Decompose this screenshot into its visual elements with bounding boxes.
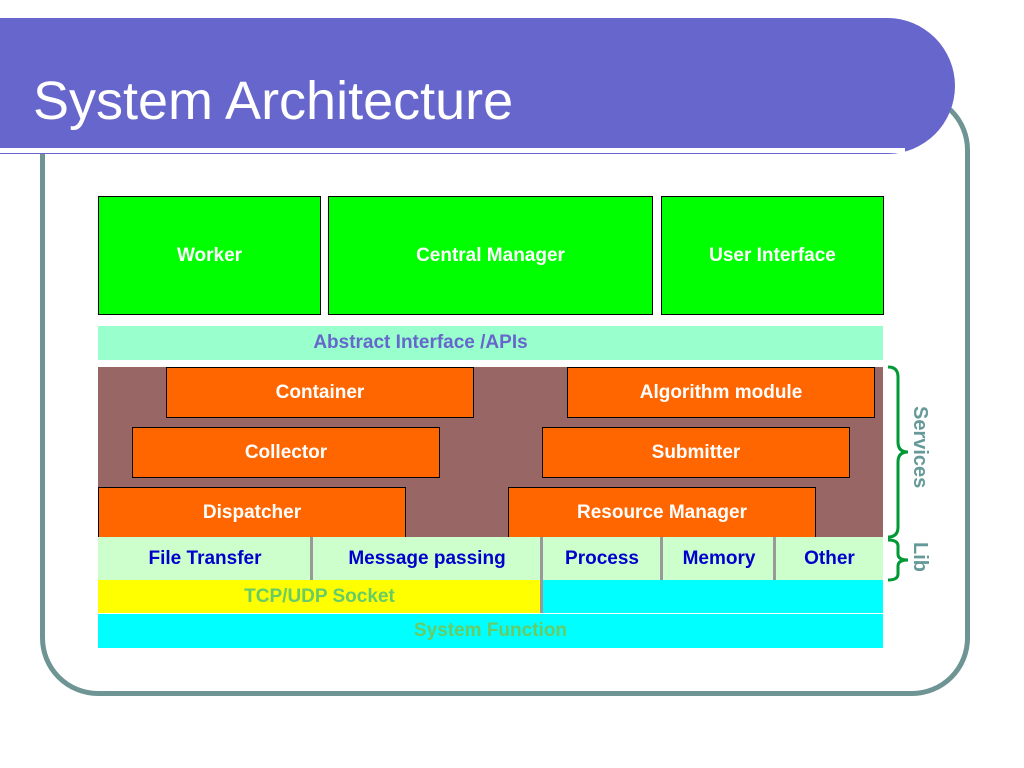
container-label: Container — [275, 381, 365, 403]
system-layer: System Function — [98, 614, 883, 648]
lib-separator — [660, 537, 663, 580]
container-module: Container — [166, 367, 474, 418]
submitter-module: Submitter — [542, 427, 850, 478]
user-interface-label: User Interface — [709, 245, 836, 266]
lib-row: File Transfer Message passing Process Me… — [98, 537, 883, 580]
services-side-label: Services — [909, 406, 931, 489]
title-underline — [0, 148, 905, 153]
algorithm-module-label: Algorithm module — [639, 381, 803, 403]
lib-item-memory: Memory — [662, 537, 776, 580]
resource-manager-label: Resource Manager — [576, 501, 747, 523]
lib-item-file-transfer: File Transfer — [98, 537, 312, 580]
collector-module: Collector — [132, 427, 440, 478]
dispatcher-module: Dispatcher — [98, 487, 406, 538]
dispatcher-label: Dispatcher — [202, 501, 302, 523]
algorithm-module: Algorithm module — [567, 367, 875, 418]
lib-item-message-passing: Message passing — [312, 537, 542, 580]
api-band: Abstract Interface /APIs — [98, 326, 883, 360]
submitter-label: Submitter — [651, 441, 741, 463]
message-passing-label: Message passing — [348, 547, 506, 569]
socket-separator — [540, 580, 543, 613]
memory-label: Memory — [682, 547, 756, 569]
lib-separator — [540, 537, 543, 580]
file-transfer-label: File Transfer — [148, 547, 262, 569]
socket-label: TCP/UDP Socket — [244, 585, 395, 607]
lib-item-other: Other — [776, 537, 883, 580]
lib-separator — [310, 537, 313, 580]
resource-manager-module: Resource Manager — [508, 487, 816, 538]
services-brace — [887, 365, 909, 539]
process-label: Process — [565, 547, 639, 569]
lib-separator — [773, 537, 776, 580]
central-manager-label: Central Manager — [416, 245, 565, 266]
other-label: Other — [804, 547, 855, 569]
socket-layer: TCP/UDP Socket — [98, 580, 541, 613]
lib-brace — [887, 538, 909, 582]
system-label: System Function — [413, 620, 568, 641]
user-interface-box: User Interface — [661, 196, 884, 315]
lib-side-label: Lib — [909, 542, 931, 572]
api-band-label: Abstract Interface /APIs — [313, 332, 528, 353]
lib-item-process: Process — [542, 537, 662, 580]
worker-label: Worker — [176, 245, 243, 266]
slide-title: System Architecture — [33, 71, 514, 131]
socket-layer-fill — [541, 580, 883, 613]
collector-label: Collector — [244, 441, 328, 463]
central-manager-box: Central Manager — [328, 196, 653, 315]
title-bar: System Architecture — [0, 18, 955, 154]
worker-box: Worker — [98, 196, 321, 315]
